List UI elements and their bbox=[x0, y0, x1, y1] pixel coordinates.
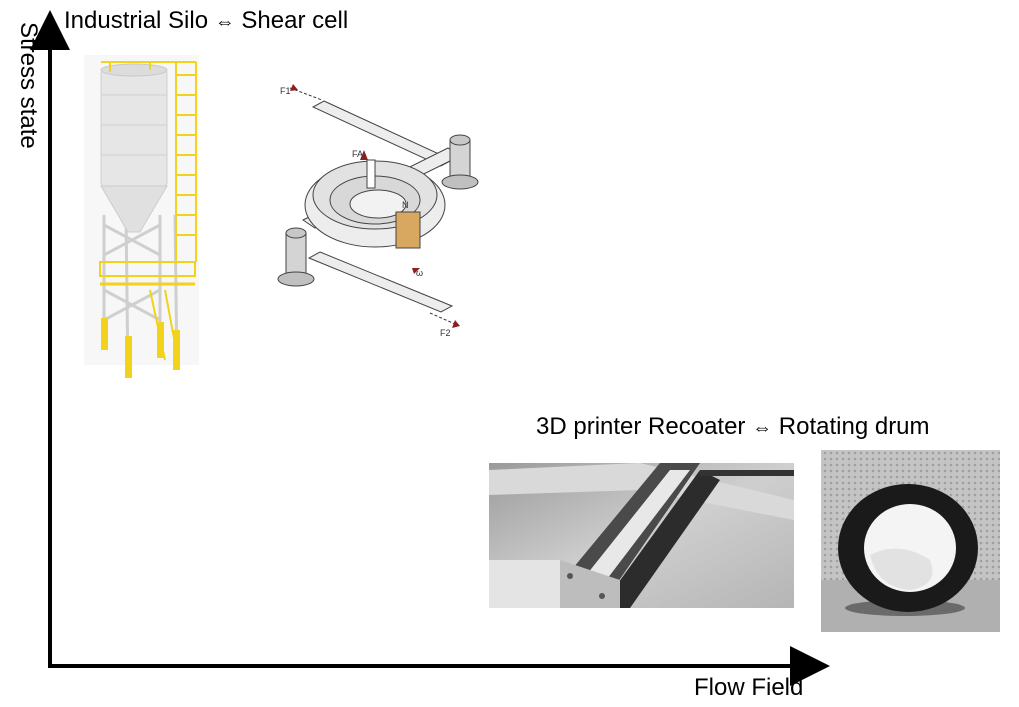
shear-cell-label-f1: F1 bbox=[280, 86, 291, 96]
double-arrow-icon: ⇔ bbox=[752, 417, 773, 439]
top-right-label: Shear cell bbox=[241, 7, 349, 34]
x-axis-label: Flow Field bbox=[694, 674, 804, 701]
shear-cell-label-omega: ω bbox=[416, 268, 423, 278]
bottom-right-label: Rotating drum bbox=[778, 413, 930, 440]
double-arrow-icon: ⇔ bbox=[214, 11, 235, 33]
top-group-title: Industrial Silo ⇔ Shear cell bbox=[64, 7, 348, 35]
shear-cell-label-n: N bbox=[402, 200, 409, 210]
top-left-label: Industrial Silo bbox=[64, 7, 209, 34]
bottom-left-label: 3D printer Recoater bbox=[536, 413, 746, 440]
bottom-group-title: 3D printer Recoater ⇔ Rotating drum bbox=[536, 413, 930, 441]
shear-cell-label-f2: F2 bbox=[440, 328, 451, 338]
shear-cell-label-fa: FA bbox=[352, 149, 363, 159]
